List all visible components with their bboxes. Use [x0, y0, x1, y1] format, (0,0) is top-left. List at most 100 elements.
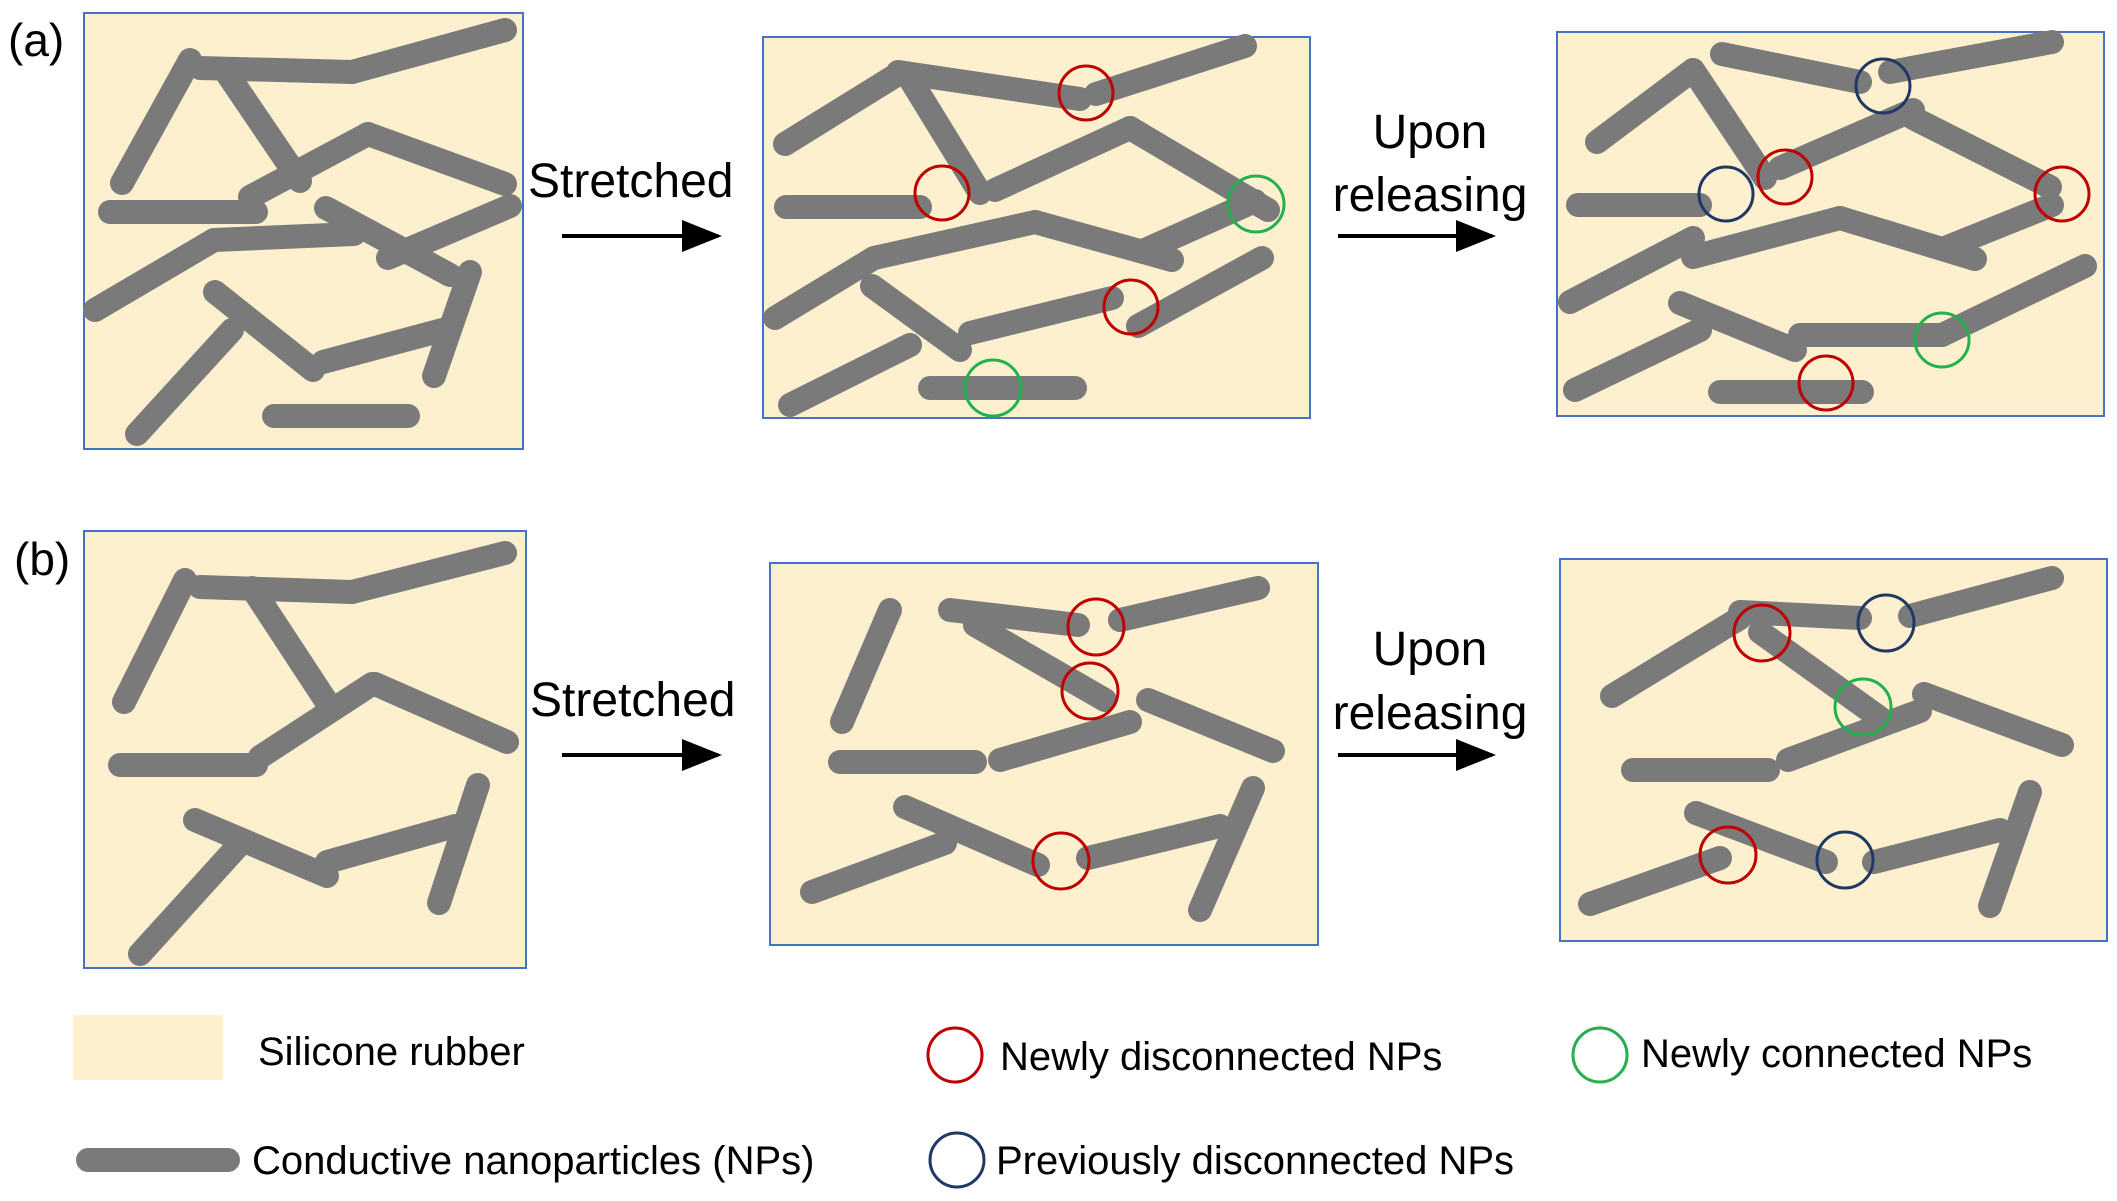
- panel-b1-initial: [83, 530, 527, 969]
- legend: Silicone rubber Conductive nanoparticles…: [73, 1015, 2032, 1189]
- newly-disconnected-swatch: [926, 1026, 984, 1084]
- stretched-transition: Stretched: [528, 155, 733, 252]
- row-a-label: (a): [8, 14, 64, 66]
- nanoparticle-rod: [830, 598, 902, 734]
- nanoparticle-rod: [112, 568, 197, 714]
- nanoparticle-rod: [1710, 42, 1872, 94]
- newly-disconnected-marker: [1732, 603, 1792, 663]
- upon-label: Upon: [1373, 106, 1488, 159]
- junction-markers: [1697, 57, 2091, 412]
- junction-markers: [1031, 597, 1126, 891]
- stretched-transition: Stretched: [530, 674, 735, 771]
- panel-b2-stretched: [769, 562, 1319, 946]
- nanoparticle-rod: [340, 18, 517, 84]
- newly-connected-marker: [1913, 311, 1971, 369]
- newly-connected-swatch: [1571, 1026, 1629, 1084]
- nanoparticle-rod: [1108, 576, 1270, 632]
- nanoparticle-rod: [83, 228, 226, 322]
- releasing-transition: Upon releasing: [1333, 106, 1528, 252]
- nanoparticles: [83, 18, 522, 446]
- previously-disconnected-swatch: [928, 1131, 986, 1189]
- newly-disconnected-marker: [1057, 64, 1115, 122]
- nanoparticle-rod: [1748, 620, 1892, 730]
- panel-a2-stretched: [762, 34, 1311, 419]
- newly-disconnected-marker: [1102, 278, 1160, 336]
- panel-b3-released: [1559, 558, 2108, 942]
- stretched-label: Stretched: [528, 155, 733, 208]
- nanoparticle-rod: [125, 318, 244, 446]
- nanoparticle-rod: [314, 196, 462, 287]
- newly-disconnected-marker: [1060, 661, 1120, 721]
- previously-disconnected-marker: [1854, 57, 1912, 115]
- nanoparticle-rod: [1133, 189, 1267, 262]
- nanoparticle-rod: [1600, 606, 1752, 708]
- nanoparticle-rod: [427, 773, 490, 915]
- nanoparticle-rod: [1978, 780, 2042, 918]
- nanoparticle-rod: [1681, 206, 1852, 269]
- nanoparticles: [1558, 30, 2097, 404]
- nanoparticle-rod: [1912, 682, 2074, 757]
- nanoparticle-rod: [1933, 193, 2064, 260]
- newly-disconnected-marker: [2033, 165, 2091, 223]
- stretched-label: Stretched: [530, 674, 735, 727]
- nanoparticle-rod: [1768, 98, 1925, 180]
- legend-newly-connected-label: Newly connected NPs: [1641, 1032, 2032, 1076]
- nanoparticle-rod: [240, 576, 344, 722]
- nanoparticle-rod: [376, 194, 522, 270]
- nanoparticle-rod: [778, 333, 922, 417]
- nanoparticle-rod: [886, 60, 1092, 111]
- releasing-label: releasing: [1333, 169, 1528, 222]
- nanoparticle-rod: [340, 541, 517, 604]
- nanoparticle-rod: [212, 57, 312, 193]
- nanoparticles: [1578, 566, 2074, 918]
- legend-rubber-label: Silicone rubber: [258, 1030, 525, 1074]
- junction-markers: [1698, 593, 1916, 890]
- legend-item-newly-connected: Newly connected NPs: [1571, 1026, 2032, 1084]
- previously-disconnected-marker: [1815, 830, 1875, 890]
- nanoparticles: [763, 34, 1280, 417]
- nanoparticle-rod: [110, 48, 202, 195]
- nanoparticle-rod: [422, 260, 482, 388]
- nanoparticle-rod: [763, 246, 886, 330]
- nanoparticle-rod: [248, 672, 384, 769]
- panel-a3-released: [1556, 30, 2105, 417]
- legend-item-newly-disconnected: Newly disconnected NPs: [926, 1026, 1442, 1084]
- nanoparticle-rod: [1585, 58, 1705, 154]
- nanoparticle-rod: [1862, 818, 2012, 874]
- nanoparticles: [800, 576, 1285, 922]
- nanoparticle-rod: [363, 672, 519, 754]
- newly-disconnected-marker: [1797, 354, 1855, 412]
- legend-previously-disconnected-label: Previously disconnected NPs: [996, 1139, 1514, 1183]
- nanoparticle-rod: [356, 122, 517, 196]
- rubber-swatch: [73, 1015, 223, 1080]
- previously-disconnected-marker: [1856, 593, 1916, 653]
- nanoparticle-rod: [1558, 226, 1705, 314]
- nanoparticle-rod: [1126, 246, 1274, 338]
- row-a: (a) Stretche: [8, 12, 2105, 450]
- nanoparticle-rod: [311, 316, 462, 374]
- nanoparticle-rod: [1930, 254, 2097, 347]
- nanoparticle-rod: [1563, 318, 1712, 402]
- nanoparticle-rod: [773, 62, 910, 156]
- nanoparticle-rod: [983, 116, 1142, 202]
- legend-item-rubber: Silicone rubber: [73, 1015, 525, 1080]
- nanoparticle-rod: [315, 814, 467, 874]
- nanoparticle-rod: [1878, 30, 2064, 84]
- newly-connected-marker: [1226, 174, 1286, 234]
- nanoparticle-rod: [800, 831, 957, 904]
- nanoparticle-rod: [1668, 291, 1807, 362]
- newly-disconnected-marker: [1756, 148, 1814, 206]
- panel-a1-initial: [83, 12, 524, 450]
- row-b: (b) Stretched: [14, 530, 2108, 969]
- releasing-label: releasing: [1333, 687, 1528, 740]
- nanoparticle-rod: [958, 286, 1124, 345]
- newly-connected-marker: [1833, 677, 1893, 737]
- newly-disconnected-marker: [1031, 831, 1091, 891]
- legend-nanoparticles-label: Conductive nanoparticles (NPs): [252, 1139, 814, 1183]
- nanoparticle-rod: [1076, 814, 1232, 870]
- nanoparticle-rod: [1084, 34, 1257, 106]
- nanoparticle-rod: [988, 710, 1142, 772]
- legend-item-nanoparticles: Conductive nanoparticles (NPs): [76, 1139, 814, 1183]
- nanoparticle-rod: [202, 222, 366, 252]
- nanoparticle-rod: [895, 62, 992, 205]
